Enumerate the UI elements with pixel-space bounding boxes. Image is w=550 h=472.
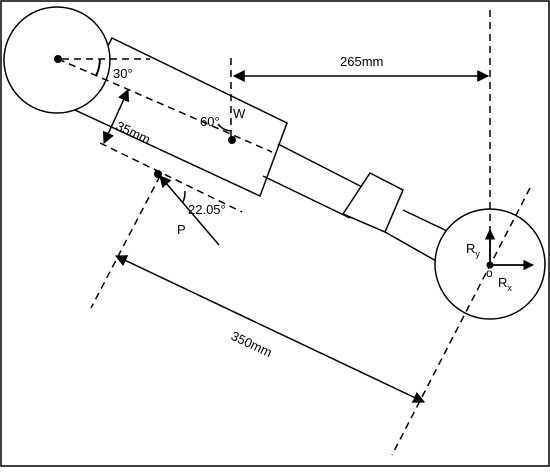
- dimension-350-label: 350mm: [229, 328, 275, 360]
- sleeve-block: [341, 172, 404, 233]
- dimension-350-line: [114, 255, 426, 403]
- reaction-y-subscript: y: [475, 249, 480, 259]
- angle-30-label: 30°: [113, 66, 133, 81]
- reaction-x-subscript: x: [507, 283, 512, 293]
- rod-outline: [262, 143, 469, 267]
- weight-label: W: [233, 106, 246, 121]
- angle-22-label: 22.05°: [188, 202, 226, 217]
- reaction-y-label: Ry: [466, 241, 480, 259]
- dimension-35-line: [102, 88, 130, 145]
- dimension-265-label: 265mm: [340, 54, 383, 69]
- reaction-y-main: R: [466, 241, 475, 256]
- extension-line-right: [391, 187, 531, 456]
- force-p-application-point: [154, 170, 162, 178]
- weight-point: [228, 136, 236, 144]
- angle-30-arc: [95, 58, 101, 77]
- extension-line-left: [90, 175, 161, 309]
- link-centerline: [57, 58, 273, 153]
- angle-60-label: 60°: [200, 114, 220, 129]
- angle-22-arc: [182, 190, 186, 203]
- reaction-x-label: Rx: [498, 275, 512, 293]
- angle-60-arc: [217, 123, 232, 132]
- force-p-arrow: [159, 175, 220, 246]
- reaction-x-main: R: [498, 275, 507, 290]
- force-p-label: P: [177, 222, 186, 237]
- pin-o-label: o: [486, 266, 493, 280]
